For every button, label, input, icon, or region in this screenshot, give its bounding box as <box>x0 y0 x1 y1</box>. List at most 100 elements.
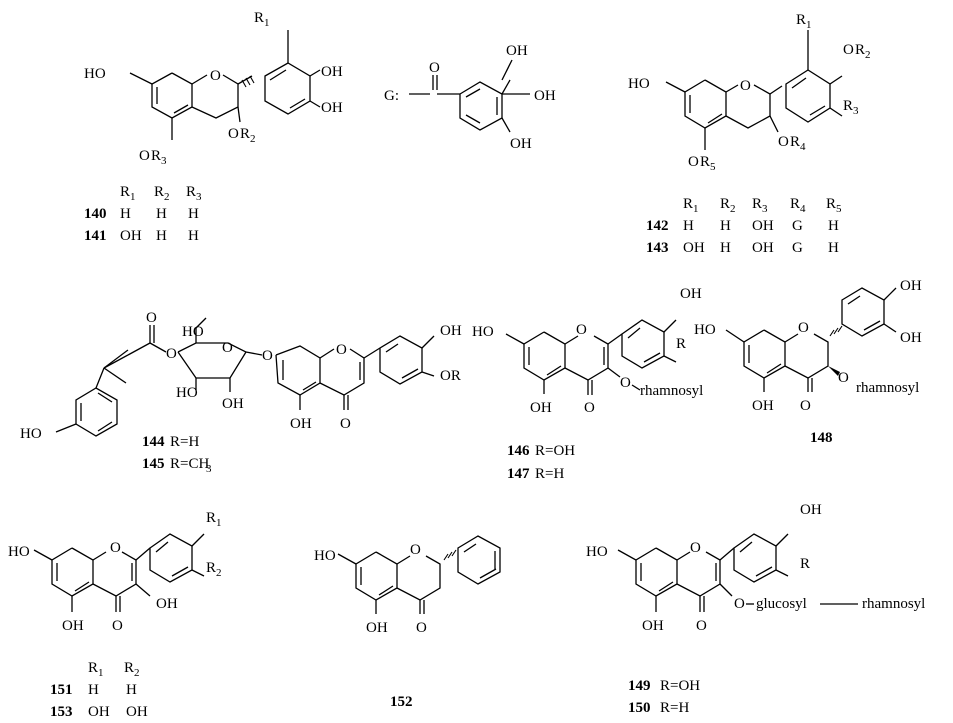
structure-151-153: O O OH HO OH R 1 R 2 R 1 R 2 151 H H 153… <box>8 510 222 720</box>
svg-text:143: 143 <box>646 240 669 256</box>
svg-text:R: R <box>700 154 710 170</box>
structure-148: O O O rhamnosyl HO OH OH OH 148 <box>694 278 922 446</box>
svg-text:R: R <box>88 660 98 676</box>
svg-text:153: 153 <box>50 704 73 720</box>
svg-text:G: G <box>792 240 803 256</box>
svg-text:H: H <box>720 218 731 234</box>
svg-text:OH: OH <box>900 278 922 294</box>
col-r1: R <box>120 184 130 200</box>
svg-text:O: O <box>576 322 587 338</box>
compound-id: 140 <box>84 206 107 222</box>
svg-text:H: H <box>156 228 167 244</box>
svg-text:R=H: R=H <box>660 700 689 716</box>
svg-text:O: O <box>429 60 440 76</box>
svg-text:OH: OH <box>62 618 84 634</box>
svg-text:1: 1 <box>130 191 136 203</box>
svg-text:R: R <box>240 126 250 142</box>
oh-label: OH <box>321 64 343 80</box>
svg-text:HO: HO <box>176 385 198 401</box>
svg-text:3: 3 <box>762 203 768 215</box>
svg-text:5: 5 <box>836 203 842 215</box>
compound-id: 141 <box>84 228 107 244</box>
svg-text:1: 1 <box>98 667 104 679</box>
svg-text:O: O <box>838 370 849 386</box>
svg-text:rhamnosyl: rhamnosyl <box>856 380 919 396</box>
svg-text:R: R <box>843 98 853 114</box>
svg-text:HO: HO <box>8 544 30 560</box>
svg-text:R=OH: R=OH <box>535 443 575 459</box>
svg-text:glucosyl: glucosyl <box>756 596 807 612</box>
svg-text:OH: OH <box>366 620 388 636</box>
svg-text:R: R <box>855 42 865 58</box>
svg-text:H: H <box>683 218 694 234</box>
ring-oxygen-label: O <box>210 68 221 84</box>
structure-152: O O HO OH 152 <box>314 535 501 710</box>
svg-text:OH: OH <box>534 88 556 104</box>
svg-text:O: O <box>410 542 421 558</box>
svg-text:149: 149 <box>628 678 651 694</box>
svg-text:2: 2 <box>250 133 256 145</box>
svg-text:R=CH: R=CH <box>170 456 209 472</box>
svg-text:O: O <box>416 620 427 636</box>
svg-text:148: 148 <box>810 430 833 446</box>
svg-text:OH: OH <box>88 704 110 720</box>
or2-label: O <box>228 126 239 142</box>
svg-text:rhamnosyl: rhamnosyl <box>640 383 703 399</box>
svg-text:O: O <box>690 540 701 556</box>
structure-galloyl: G: O OH OH OH <box>384 43 556 152</box>
svg-text:R: R <box>800 556 810 572</box>
svg-text:H: H <box>828 218 839 234</box>
svg-text:2: 2 <box>216 567 222 579</box>
svg-text:R: R <box>790 134 800 150</box>
svg-text:OH: OH <box>752 398 774 414</box>
svg-text:O: O <box>696 618 707 634</box>
svg-text:150: 150 <box>628 700 651 716</box>
svg-text:HO: HO <box>586 544 608 560</box>
svg-text:R=OH: R=OH <box>660 678 700 694</box>
oh-label: OH <box>321 100 343 116</box>
col-r2: R <box>154 184 164 200</box>
svg-text:O: O <box>778 134 789 150</box>
g-prefix: G: <box>384 88 399 104</box>
svg-text:3: 3 <box>853 105 859 117</box>
svg-text:144: 144 <box>142 434 165 450</box>
svg-text:2: 2 <box>164 191 170 203</box>
svg-text:OH: OH <box>290 416 312 432</box>
svg-text:H: H <box>88 682 99 698</box>
svg-text:O: O <box>262 348 273 364</box>
svg-text:R: R <box>683 196 693 212</box>
svg-text:4: 4 <box>800 141 806 153</box>
svg-text:HO: HO <box>628 76 650 92</box>
svg-text:1: 1 <box>806 19 812 31</box>
svg-text:O: O <box>620 375 631 391</box>
svg-text:1: 1 <box>264 17 270 29</box>
svg-text:G: G <box>792 218 803 234</box>
svg-text:O: O <box>112 618 123 634</box>
svg-text:OH: OH <box>800 502 822 518</box>
svg-text:HO: HO <box>182 324 204 340</box>
svg-text:4: 4 <box>800 203 806 215</box>
svg-text:R: R <box>826 196 836 212</box>
structure-140-141: O HO R 1 OH OH O R 2 O R 3 R 1 R 2 R 3 1… <box>84 10 343 244</box>
svg-text:OH: OH <box>156 596 178 612</box>
svg-text:O: O <box>688 154 699 170</box>
svg-text:H: H <box>126 682 137 698</box>
svg-text:1: 1 <box>216 517 222 529</box>
ho-label: HO <box>84 66 106 82</box>
svg-text:HO: HO <box>20 426 42 442</box>
svg-text:HO: HO <box>314 548 336 564</box>
col-r3: R <box>186 184 196 200</box>
svg-text:O: O <box>800 398 811 414</box>
svg-text:3: 3 <box>206 463 212 475</box>
svg-text:H: H <box>720 240 731 256</box>
structure-146-147: O O O rhamnosyl HO OH OH R 146 R=OH 147 … <box>472 286 703 482</box>
svg-text:H: H <box>188 206 199 222</box>
svg-text:O: O <box>843 42 854 58</box>
svg-text:OH: OH <box>680 286 702 302</box>
structure-142-143: O HO R 1 O R 2 R 3 O R 4 O R 5 R 1 R 2 R… <box>628 12 871 256</box>
svg-text:152: 152 <box>390 694 413 710</box>
svg-text:rhamnosyl: rhamnosyl <box>862 596 925 612</box>
svg-text:OR: OR <box>440 368 461 384</box>
svg-text:O: O <box>798 320 809 336</box>
